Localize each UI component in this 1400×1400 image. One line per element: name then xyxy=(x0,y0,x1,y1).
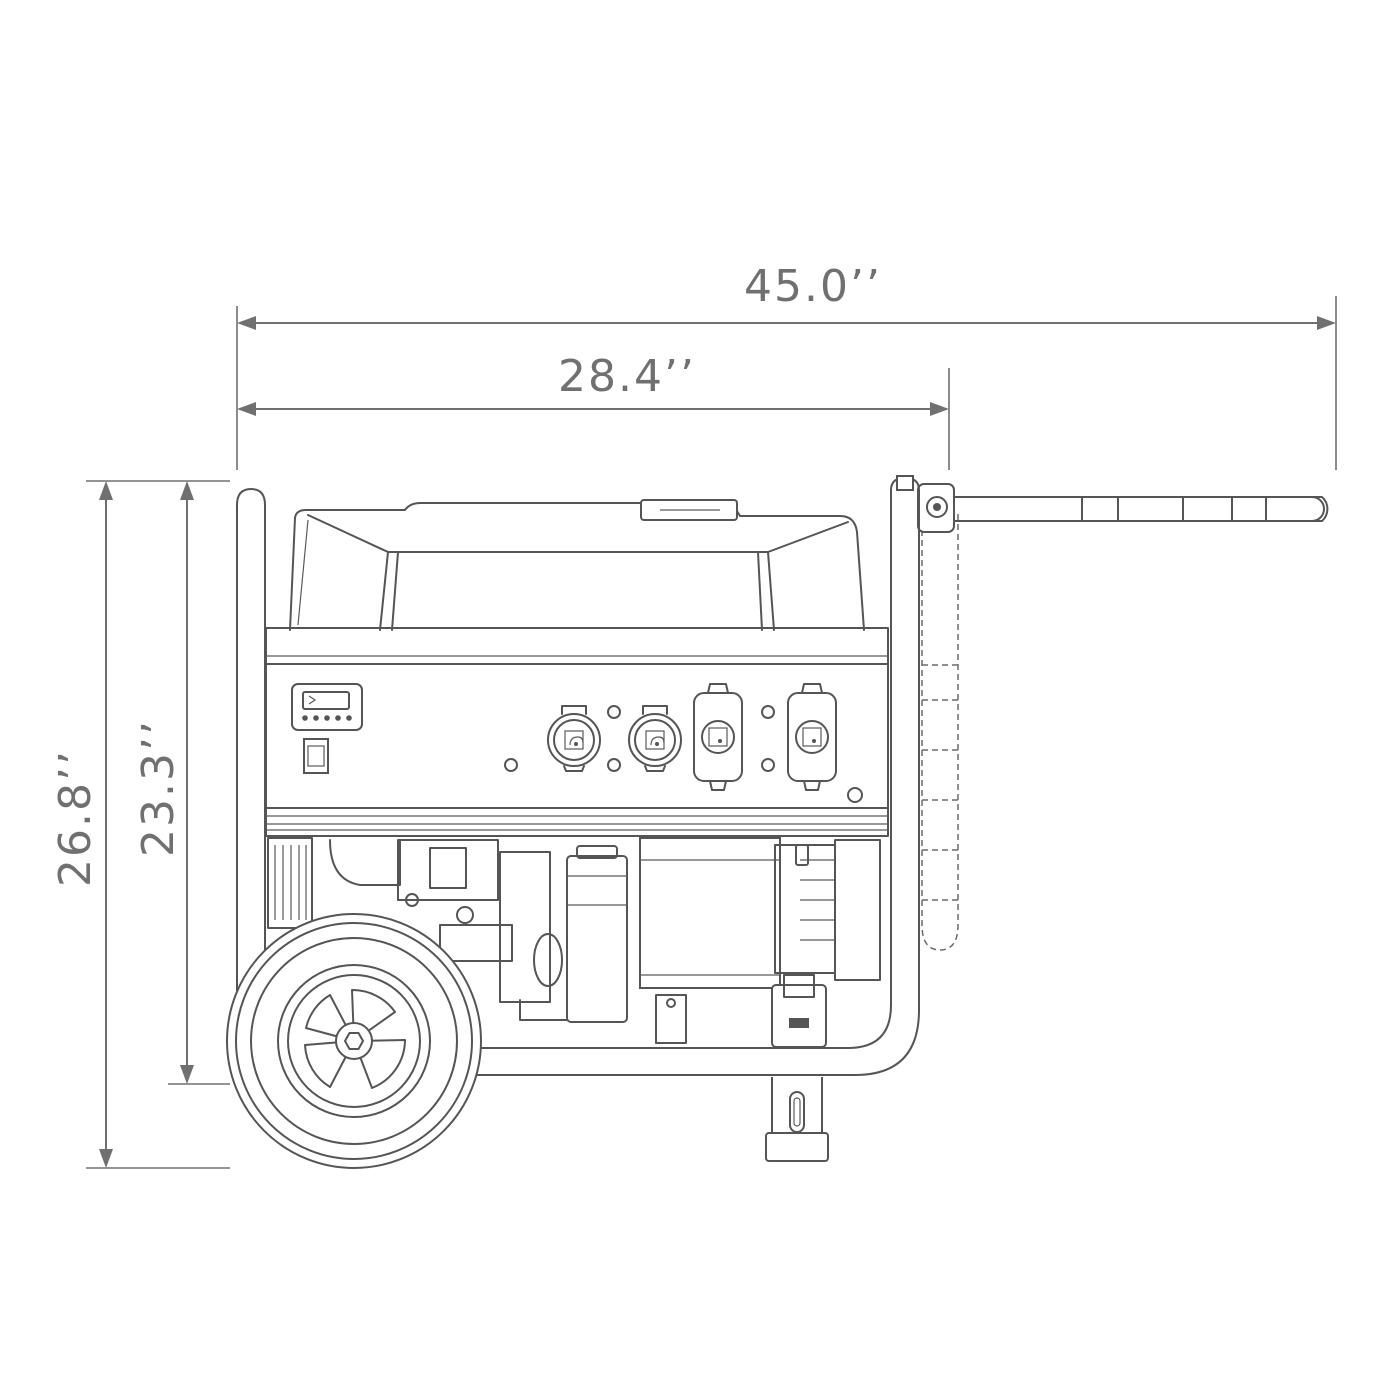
frame-height-dimension: 23.3’’ xyxy=(133,481,194,1084)
digital-meter xyxy=(291,683,363,731)
arrowhead-right xyxy=(930,402,949,416)
frame-height-label: 23.3’’ xyxy=(133,719,184,857)
covered-outlet-1 xyxy=(693,683,743,791)
breaker-4 xyxy=(761,758,775,772)
twist-lock-outlet-1 xyxy=(547,705,601,772)
overall-length-label: 45.0’’ xyxy=(744,261,882,312)
control-panel xyxy=(265,627,889,837)
dimension-annotations: 45.0’’ 28.4’’ 26.8’’ 23.3’’ xyxy=(50,261,1337,1169)
engine-alternator xyxy=(267,837,881,1048)
frame-length-dimension: 28.4’’ xyxy=(237,351,949,416)
wheel xyxy=(226,913,482,1169)
engine-fins xyxy=(267,837,313,929)
arrowhead-bottom xyxy=(180,1065,194,1084)
overall-height-label: 26.8’’ xyxy=(50,749,101,887)
twist-lock-outlet-2 xyxy=(628,705,682,772)
arrowhead-left xyxy=(237,316,256,330)
frame-length-label: 28.4’’ xyxy=(558,351,696,402)
covered-outlet-2 xyxy=(787,683,837,791)
arrowhead-right xyxy=(1317,316,1336,330)
arrowhead-bottom xyxy=(99,1149,113,1168)
overall-height-dimension: 26.8’’ xyxy=(50,481,113,1168)
breaker-3 xyxy=(761,705,775,719)
breaker-2 xyxy=(607,758,621,772)
breaker-1 xyxy=(607,705,621,719)
arrowhead-top xyxy=(99,481,113,500)
frame-left-upright xyxy=(236,488,266,1049)
ground-terminal xyxy=(847,787,863,803)
frame-right-upright xyxy=(419,475,920,1076)
extended-handle xyxy=(917,483,1329,533)
indicator-light xyxy=(504,758,518,772)
arrowhead-left xyxy=(237,402,256,416)
support-foot xyxy=(765,1077,829,1162)
generator-drawing xyxy=(226,475,1329,1169)
arrowhead-top xyxy=(180,481,194,500)
stowed-handle-outline xyxy=(921,510,959,951)
fuel-tank xyxy=(289,499,865,631)
overall-length-dimension: 45.0’’ xyxy=(237,261,1336,330)
